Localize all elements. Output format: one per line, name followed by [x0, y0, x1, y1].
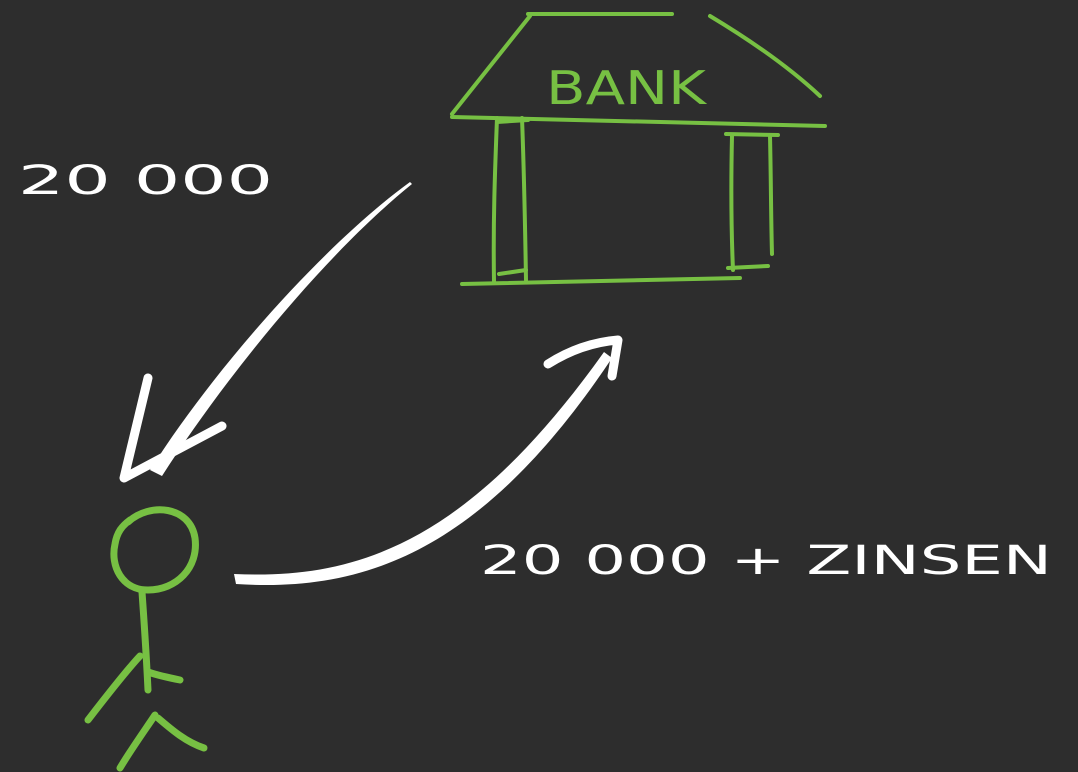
bank-column-left-b [522, 118, 526, 280]
bank-column-right-a [731, 136, 733, 270]
figure-leg-left [120, 715, 155, 768]
figure-leg-right [158, 718, 204, 748]
bank-column-left-cap [497, 120, 528, 122]
loan-arrow-shaft [150, 182, 412, 476]
bank-column-left-foot [499, 270, 526, 274]
bank-column-left-a [494, 118, 497, 282]
bank-base [462, 278, 740, 284]
bank-column-right-b [770, 136, 772, 254]
bank-roof-left [452, 16, 530, 114]
figure-head [114, 510, 196, 590]
bank-roof-right [710, 16, 820, 96]
loan-amount-label: 20 000 [18, 158, 273, 204]
figure-arm-right [148, 672, 180, 680]
bank-building-icon [452, 14, 825, 284]
loan-arrow [124, 182, 412, 478]
figure-arm-left [88, 656, 140, 720]
bank-label: BANK [546, 61, 708, 115]
bank-column-right-foot [728, 266, 768, 268]
repay-amount-label: 20 000 + ZINSEN [480, 538, 1052, 584]
bank-column-right-cap [726, 134, 778, 135]
stick-figure-icon [88, 510, 204, 768]
